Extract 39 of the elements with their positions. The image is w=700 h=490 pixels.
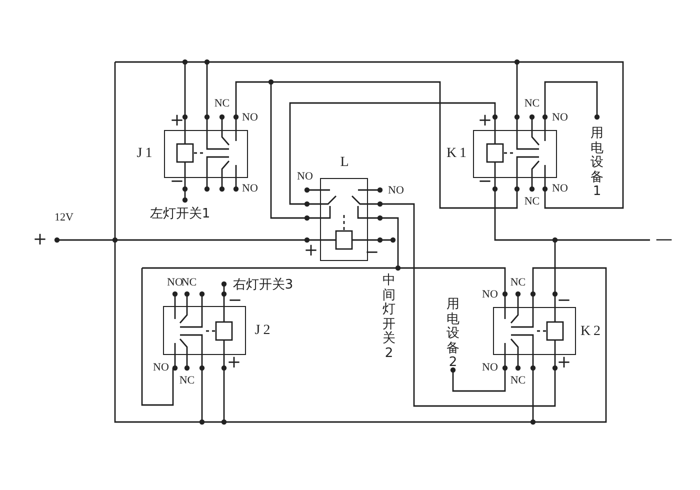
- terminal-label: NO: [242, 184, 258, 194]
- voltage-label: 12V: [54, 212, 74, 224]
- terminal-label: NO: [552, 184, 568, 194]
- terminal-label: NO: [482, 290, 498, 300]
- terminal-label: NC: [181, 278, 197, 288]
- relay-label: K2: [580, 325, 604, 339]
- terminal-label: NO: [388, 186, 404, 196]
- polarity-sign: −: [556, 292, 572, 310]
- terminal-label: NO: [552, 112, 568, 124]
- terminal-sign: —: [656, 232, 672, 248]
- relay-label: K1: [446, 147, 470, 161]
- terminal-label: NC: [524, 98, 540, 110]
- terminal-sign: +: [32, 232, 48, 248]
- terminal-label: NC: [214, 98, 230, 110]
- terminal-label: NC: [510, 278, 526, 288]
- device-label: 用电设备2: [446, 298, 460, 371]
- relay-label: J2: [254, 324, 274, 338]
- terminal-label: NO: [153, 362, 169, 374]
- polarity-sign: −: [228, 292, 242, 310]
- relay-label: J1: [136, 147, 156, 161]
- polarity-sign: −: [478, 174, 492, 190]
- polarity-sign: +: [170, 112, 184, 130]
- terminal-label: NO: [482, 362, 498, 374]
- terminal-label: NC: [510, 376, 526, 386]
- polarity-sign: −: [170, 174, 184, 190]
- terminal-label: NC: [524, 196, 540, 208]
- terminal-label: NC: [179, 376, 195, 386]
- terminal-label: NO: [242, 112, 258, 124]
- switch-label: 右灯开关3: [232, 278, 294, 292]
- polarity-sign: +: [226, 354, 242, 372]
- polarity-sign: +: [478, 112, 492, 130]
- terminal-label: NO: [167, 278, 183, 288]
- polarity-sign: +: [304, 242, 318, 260]
- terminal-label: NO: [297, 172, 313, 182]
- polarity-sign: +: [556, 354, 572, 372]
- relay-label: L: [340, 156, 352, 170]
- switch-label: 中间灯开关2: [382, 274, 396, 362]
- switch-label: 左灯开关1: [150, 208, 210, 220]
- device-label: 用电设备1: [590, 127, 604, 200]
